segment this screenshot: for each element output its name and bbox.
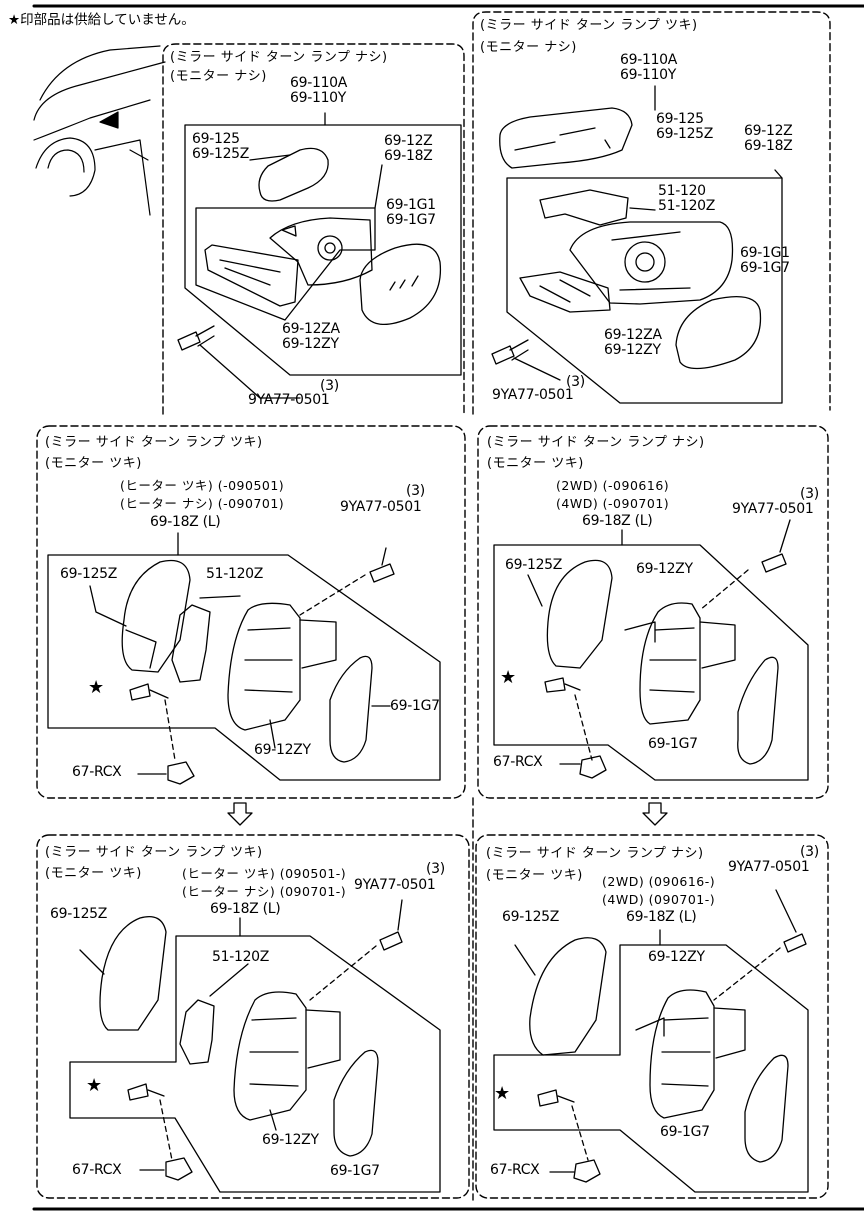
s6-part-67-rcx: 67-RCX <box>490 1162 540 1178</box>
s4-spec-2: (4WD) (-090701) <box>556 496 670 511</box>
s5-part-67-rcx: 67-RCX <box>72 1162 122 1178</box>
frame-section-2 <box>472 11 831 415</box>
s5-qty: (3) <box>426 861 445 877</box>
s5-part-69-18z: 69-18Z (L) <box>210 901 281 917</box>
s3-condition-2: (モニター ツキ) <box>45 456 142 471</box>
s1-condition-1: (ミラー サイド ターン ランプ ナシ) <box>170 50 388 65</box>
frame-section-4 <box>477 425 829 799</box>
s3-part-67-rcx: 67-RCX <box>72 764 122 780</box>
s6-star-mark: ★ <box>494 1083 510 1104</box>
s4-part-67-rcx: 67-RCX <box>493 754 543 770</box>
section-frames <box>36 11 831 1201</box>
s2-part-69-1g: 69-1G1 69-1G7 <box>740 245 790 276</box>
s3-part-69-1g7: 69-1G7 <box>390 698 440 714</box>
frame-section-1 <box>162 43 465 415</box>
section-5-drawing <box>69 899 441 1193</box>
s4-condition-2: (モニター ツキ) <box>487 456 584 471</box>
s6-qty: (3) <box>800 844 819 860</box>
s6-part-69-125z: 69-125Z <box>502 909 560 925</box>
frame-section-3 <box>36 425 466 799</box>
s3-spec-2: (ヒーター ナシ) (-090701) <box>120 496 285 511</box>
s4-part-69-1g7: 69-1G7 <box>648 736 698 752</box>
s2-part-51-120: 51-120 51-120Z <box>658 183 716 214</box>
s6-condition-2: (モニター ツキ) <box>486 868 583 883</box>
s3-part-69-12zy: 69-12ZY <box>254 742 311 758</box>
s6-condition-1: (ミラー サイド ターン ランプ ナシ) <box>486 846 704 861</box>
s6-part-69-18z: 69-18Z (L) <box>626 909 697 925</box>
s1-part-69-110: 69-110A 69-110Y <box>290 75 348 106</box>
s3-star-mark: ★ <box>88 677 104 698</box>
s4-star-mark: ★ <box>500 667 516 688</box>
s1-qty: (3) <box>320 378 339 394</box>
section-1-drawing <box>177 112 462 399</box>
s3-part-51-120z: 51-120Z <box>206 566 264 582</box>
s5-part-69-12zy: 69-12ZY <box>262 1132 319 1148</box>
frame-section-5 <box>36 834 470 1199</box>
s2-condition-1: (ミラー サイド ターン ランプ ツキ) <box>480 18 698 33</box>
s6-part-69-12zy: 69-12ZY <box>648 949 705 965</box>
s4-condition-1: (ミラー サイド ターン ランプ ナシ) <box>487 435 705 450</box>
legend-note: ★印部品は供給していません。 <box>8 12 195 28</box>
s4-bolt: 9YA77-0501 <box>732 501 814 517</box>
section-6-drawing <box>493 889 809 1193</box>
s5-part-69-1g7: 69-1G7 <box>330 1163 380 1179</box>
s6-part-69-1g7: 69-1G7 <box>660 1124 710 1140</box>
s1-part-69-125: 69-125 69-125Z <box>192 131 250 162</box>
s2-bolt: 9YA77-0501 <box>492 387 574 403</box>
s3-condition-1: (ミラー サイド ターン ランプ ツキ) <box>45 435 263 450</box>
s2-qty: (3) <box>566 374 585 390</box>
frame-section-6 <box>475 834 829 1199</box>
s4-spec-1: (2WD) (-090616) <box>556 478 670 493</box>
s3-bolt: 9YA77-0501 <box>340 499 422 515</box>
s3-part-69-125z: 69-125Z <box>60 566 118 582</box>
s5-star-mark: ★ <box>86 1075 102 1096</box>
s6-spec-1: (2WD) (090616-) <box>602 874 716 889</box>
s1-condition-2: (モニター ナシ) <box>170 69 267 84</box>
s1-part-69-1g: 69-1G1 69-1G7 <box>386 197 436 228</box>
s4-part-69-18z: 69-18Z (L) <box>582 513 653 529</box>
s1-part-69-12za: 69-12ZA 69-12ZY <box>282 321 340 352</box>
s3-spec-1: (ヒーター ツキ) (-090501) <box>120 478 285 493</box>
s6-bolt: 9YA77-0501 <box>728 859 810 875</box>
s5-spec-2: (ヒーター ナシ) (090701-) <box>182 884 347 899</box>
s5-spec-1: (ヒーター ツキ) (090501-) <box>182 866 347 881</box>
s3-part-69-18z: 69-18Z (L) <box>150 514 221 530</box>
s4-part-69-12zy: 69-12ZY <box>636 561 693 577</box>
s5-condition-2: (モニター ツキ) <box>45 866 142 881</box>
s5-bolt: 9YA77-0501 <box>354 877 436 893</box>
car-locator-sketch <box>33 45 166 216</box>
s2-part-69-12za: 69-12ZA 69-12ZY <box>604 327 662 358</box>
s2-part-69-110: 69-110A 69-110Y <box>620 52 678 83</box>
s2-part-69-125: 69-125 69-125Z <box>656 111 714 142</box>
section-3-drawing <box>47 532 441 785</box>
transition-arrows <box>227 802 668 826</box>
s4-part-69-125z: 69-125Z <box>505 557 563 573</box>
s2-condition-2: (モニター ナシ) <box>480 40 577 55</box>
s4-qty: (3) <box>800 486 819 502</box>
s1-part-69-12z: 69-12Z 69-18Z <box>384 133 433 164</box>
section-2-drawing <box>491 85 783 404</box>
s5-part-69-125z: 69-125Z <box>50 906 108 922</box>
s6-spec-2: (4WD) (090701-) <box>602 892 716 907</box>
section-4-drawing <box>493 519 809 781</box>
s5-condition-1: (ミラー サイド ターン ランプ ツキ) <box>45 845 263 860</box>
s3-qty: (3) <box>406 483 425 499</box>
s5-part-51-120z: 51-120Z <box>212 949 270 965</box>
s1-bolt: 9YA77-0501 <box>248 392 330 408</box>
s2-part-69-12z: 69-12Z 69-18Z <box>744 123 793 154</box>
